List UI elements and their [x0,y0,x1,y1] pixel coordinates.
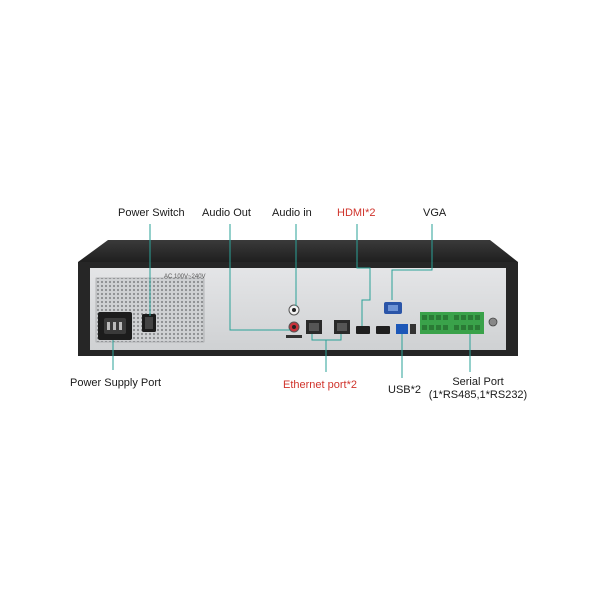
audio-in-label: Audio in [272,207,312,219]
usb-label: USB*2 [388,384,422,396]
serial-port-label-line1: Serial Port [452,376,504,388]
chassis-top [78,240,518,262]
hdmi-label: HDMI*2 [337,207,376,219]
serial-port-label: Serial Port (1*RS485,1*RS232) [428,376,528,402]
psu-rating-text: AC 100V~240V [164,274,206,280]
audio-out-label: Audio Out [202,207,251,219]
ground-screw [488,317,498,327]
hdmi-port-2 [376,326,390,334]
power-switch-label: Power Switch [118,207,185,219]
callout-lines [112,224,471,378]
vga-label: VGA [423,207,447,219]
ethernet-label: Ethernet port*2 [283,379,357,391]
usb-port-2 [410,324,416,334]
usb-port-1 [396,324,408,334]
power-supply-port-label: Power Supply Port [70,377,162,389]
serial-port-label-line2: (1*RS485,1*RS232) [428,389,528,401]
hdmi-port-1 [356,326,370,334]
